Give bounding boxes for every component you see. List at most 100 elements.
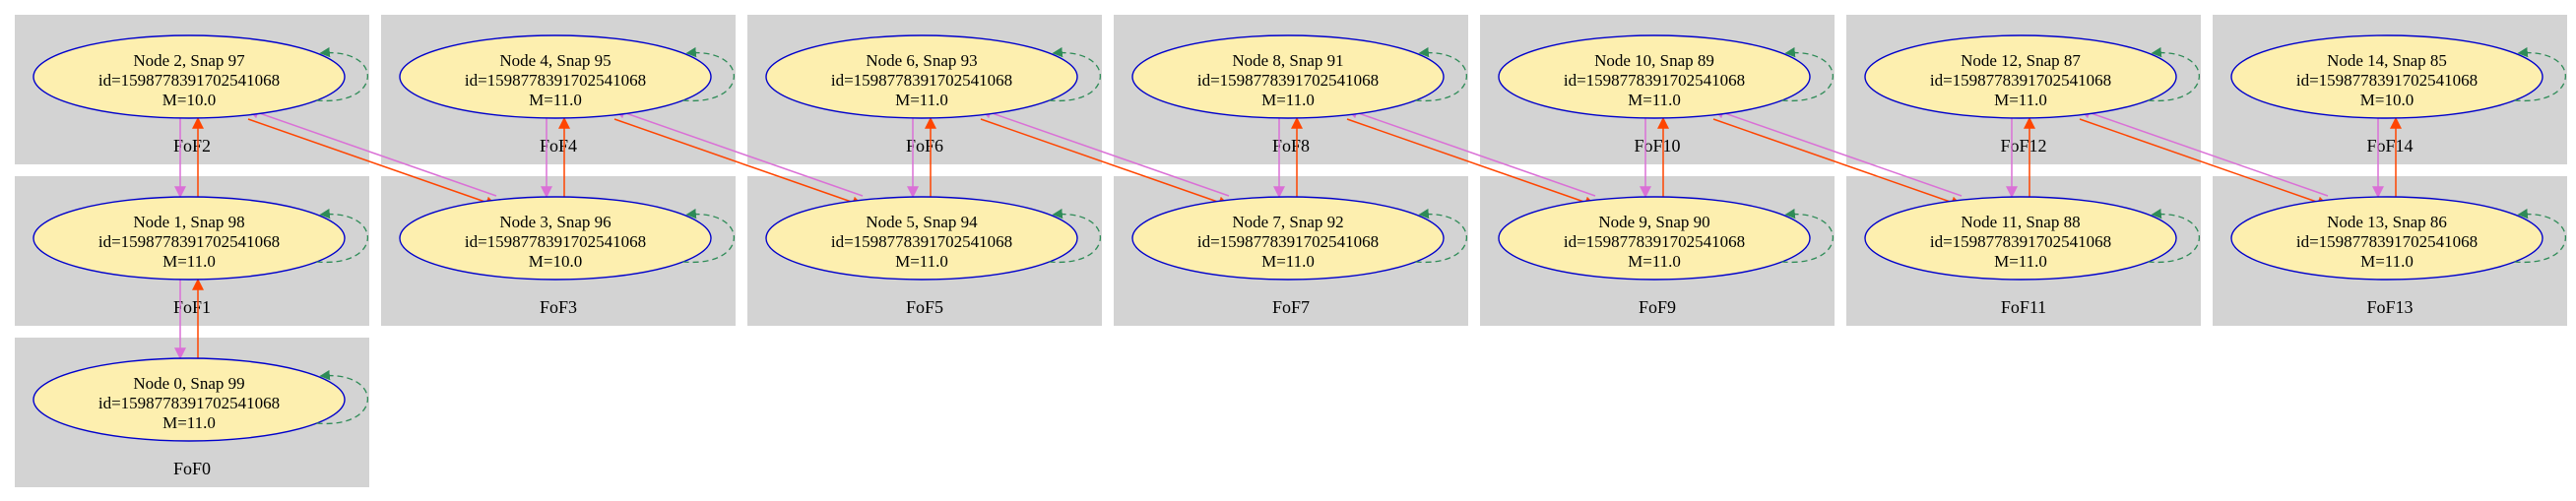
halo-node[interactable]: Node 8, Snap 91id=1598778391702541068M=1… bbox=[1131, 34, 1468, 119]
self-loop-edge bbox=[1049, 208, 1102, 263]
node-title-text: Node 4, Snap 95 bbox=[499, 51, 611, 70]
node-hid-text: id=1598778391702541068 bbox=[1197, 71, 1379, 90]
node-mass-text: M=11.0 bbox=[1994, 252, 2047, 271]
cluster-label: FoF4 bbox=[540, 136, 577, 156]
node-mass-text: M=11.0 bbox=[162, 252, 216, 271]
node-mass-text: M=10.0 bbox=[529, 252, 582, 271]
node-hid-text: id=1598778391702541068 bbox=[831, 71, 1012, 90]
node-title-text: Node 11, Snap 88 bbox=[1961, 213, 2080, 231]
halo-node[interactable]: Node 3, Snap 96id=1598778391702541068M=1… bbox=[399, 196, 736, 281]
node-title-text: Node 1, Snap 98 bbox=[133, 213, 244, 231]
self-loop-edge bbox=[316, 46, 369, 101]
node-ellipse bbox=[765, 196, 1078, 281]
cluster-label: FoF6 bbox=[906, 136, 943, 156]
progenitor-edge bbox=[1346, 118, 1597, 209]
halo-node[interactable]: Node 13, Snap 86id=1598778391702541068M=… bbox=[2230, 196, 2567, 281]
progenitor-edge bbox=[613, 118, 865, 209]
descendant-edge bbox=[612, 106, 864, 197]
self-loop-edge bbox=[2514, 208, 2567, 263]
node-mass-text: M=11.0 bbox=[1628, 252, 1681, 271]
halo-node[interactable]: Node 6, Snap 93id=1598778391702541068M=1… bbox=[765, 34, 1102, 119]
descendant-edge bbox=[1345, 106, 1596, 197]
self-loop-edge bbox=[2514, 46, 2567, 101]
node-hid-text: id=1598778391702541068 bbox=[1564, 232, 1745, 251]
cluster-label: FoF13 bbox=[2366, 297, 2413, 317]
node-mass-text: M=11.0 bbox=[895, 252, 948, 271]
node-ellipse bbox=[1498, 196, 1811, 281]
node-mass-text: M=11.0 bbox=[2360, 252, 2414, 271]
self-loop-edge bbox=[2148, 46, 2201, 101]
node-mass-text: M=10.0 bbox=[162, 91, 216, 109]
node-mass-text: M=11.0 bbox=[1994, 91, 2047, 109]
cluster-label: FoF14 bbox=[2366, 136, 2413, 156]
cluster-label: FoF9 bbox=[1639, 297, 1676, 317]
self-loop-edge bbox=[316, 208, 369, 263]
node-mass-text: M=11.0 bbox=[1261, 252, 1315, 271]
node-hid-text: id=1598778391702541068 bbox=[2296, 71, 2478, 90]
halo-node[interactable]: Node 4, Snap 95id=1598778391702541068M=1… bbox=[399, 34, 736, 119]
node-title-text: Node 13, Snap 86 bbox=[2327, 213, 2447, 231]
node-title-text: Node 6, Snap 93 bbox=[866, 51, 977, 70]
self-loop-edge bbox=[1781, 208, 1835, 263]
node-title-text: Node 0, Snap 99 bbox=[133, 374, 244, 393]
descendant-edge bbox=[979, 106, 1230, 197]
node-ellipse bbox=[32, 34, 346, 119]
node-hid-text: id=1598778391702541068 bbox=[1564, 71, 1745, 90]
node-mass-text: M=11.0 bbox=[162, 413, 216, 432]
node-title-text: Node 8, Snap 91 bbox=[1232, 51, 1343, 70]
self-loop-edge bbox=[1049, 46, 1102, 101]
halo-node[interactable]: Node 12, Snap 87id=1598778391702541068M=… bbox=[1864, 34, 2201, 119]
self-loop-edge bbox=[682, 208, 736, 263]
node-ellipse bbox=[399, 196, 712, 281]
halo-node[interactable]: Node 10, Snap 89id=1598778391702541068M=… bbox=[1498, 34, 1835, 119]
node-ellipse bbox=[1131, 196, 1445, 281]
halo-node[interactable]: Node 2, Snap 97id=1598778391702541068M=1… bbox=[32, 34, 369, 119]
node-hid-text: id=1598778391702541068 bbox=[98, 394, 280, 412]
cluster-label: FoF7 bbox=[1272, 297, 1310, 317]
node-title-text: Node 7, Snap 92 bbox=[1232, 213, 1343, 231]
node-ellipse bbox=[399, 34, 712, 119]
cluster-label: FoF8 bbox=[1272, 136, 1310, 156]
progenitor-edge bbox=[1712, 118, 1964, 209]
progenitor-edge bbox=[247, 118, 498, 209]
node-hid-text: id=1598778391702541068 bbox=[2296, 232, 2478, 251]
node-hid-text: id=1598778391702541068 bbox=[98, 71, 280, 90]
node-hid-text: id=1598778391702541068 bbox=[465, 71, 646, 90]
node-hid-text: id=1598778391702541068 bbox=[465, 232, 646, 251]
cluster-label: FoF12 bbox=[2000, 136, 2046, 156]
node-title-text: Node 9, Snap 90 bbox=[1598, 213, 1709, 231]
node-title-text: Node 12, Snap 87 bbox=[1961, 51, 2081, 70]
halo-node[interactable]: Node 9, Snap 90id=1598778391702541068M=1… bbox=[1498, 196, 1835, 281]
node-ellipse bbox=[1131, 34, 1445, 119]
node-ellipse bbox=[765, 34, 1078, 119]
node-hid-text: id=1598778391702541068 bbox=[831, 232, 1012, 251]
cluster-label: FoF2 bbox=[173, 136, 211, 156]
cluster-label: FoF1 bbox=[173, 297, 211, 317]
node-ellipse bbox=[32, 357, 346, 442]
descendant-edge bbox=[2078, 106, 2329, 197]
node-ellipse bbox=[2230, 196, 2544, 281]
node-title-text: Node 14, Snap 85 bbox=[2327, 51, 2447, 70]
node-hid-text: id=1598778391702541068 bbox=[1197, 232, 1379, 251]
node-ellipse bbox=[2230, 34, 2544, 119]
node-title-text: Node 5, Snap 94 bbox=[866, 213, 978, 231]
node-mass-text: M=11.0 bbox=[895, 91, 948, 109]
halo-node[interactable]: Node 11, Snap 88id=1598778391702541068M=… bbox=[1864, 196, 2201, 281]
node-title-text: Node 10, Snap 89 bbox=[1594, 51, 1714, 70]
halo-node[interactable]: Node 14, Snap 85id=1598778391702541068M=… bbox=[2230, 34, 2567, 119]
node-title-text: Node 2, Snap 97 bbox=[133, 51, 245, 70]
node-mass-text: M=11.0 bbox=[529, 91, 582, 109]
node-hid-text: id=1598778391702541068 bbox=[1930, 71, 2111, 90]
halo-node[interactable]: Node 7, Snap 92id=1598778391702541068M=1… bbox=[1131, 196, 1468, 281]
progenitor-edge bbox=[2079, 118, 2330, 209]
node-mass-text: M=11.0 bbox=[1628, 91, 1681, 109]
node-title-text: Node 3, Snap 96 bbox=[499, 213, 611, 231]
node-mass-text: M=11.0 bbox=[1261, 91, 1315, 109]
node-hid-text: id=1598778391702541068 bbox=[98, 232, 280, 251]
halo-node[interactable]: Node 5, Snap 94id=1598778391702541068M=1… bbox=[765, 196, 1102, 281]
halo-node[interactable]: Node 1, Snap 98id=1598778391702541068M=1… bbox=[32, 196, 369, 281]
halo-node[interactable]: Node 0, Snap 99id=1598778391702541068M=1… bbox=[32, 357, 369, 442]
cluster-label: FoF5 bbox=[906, 297, 943, 317]
node-ellipse bbox=[1864, 196, 2177, 281]
